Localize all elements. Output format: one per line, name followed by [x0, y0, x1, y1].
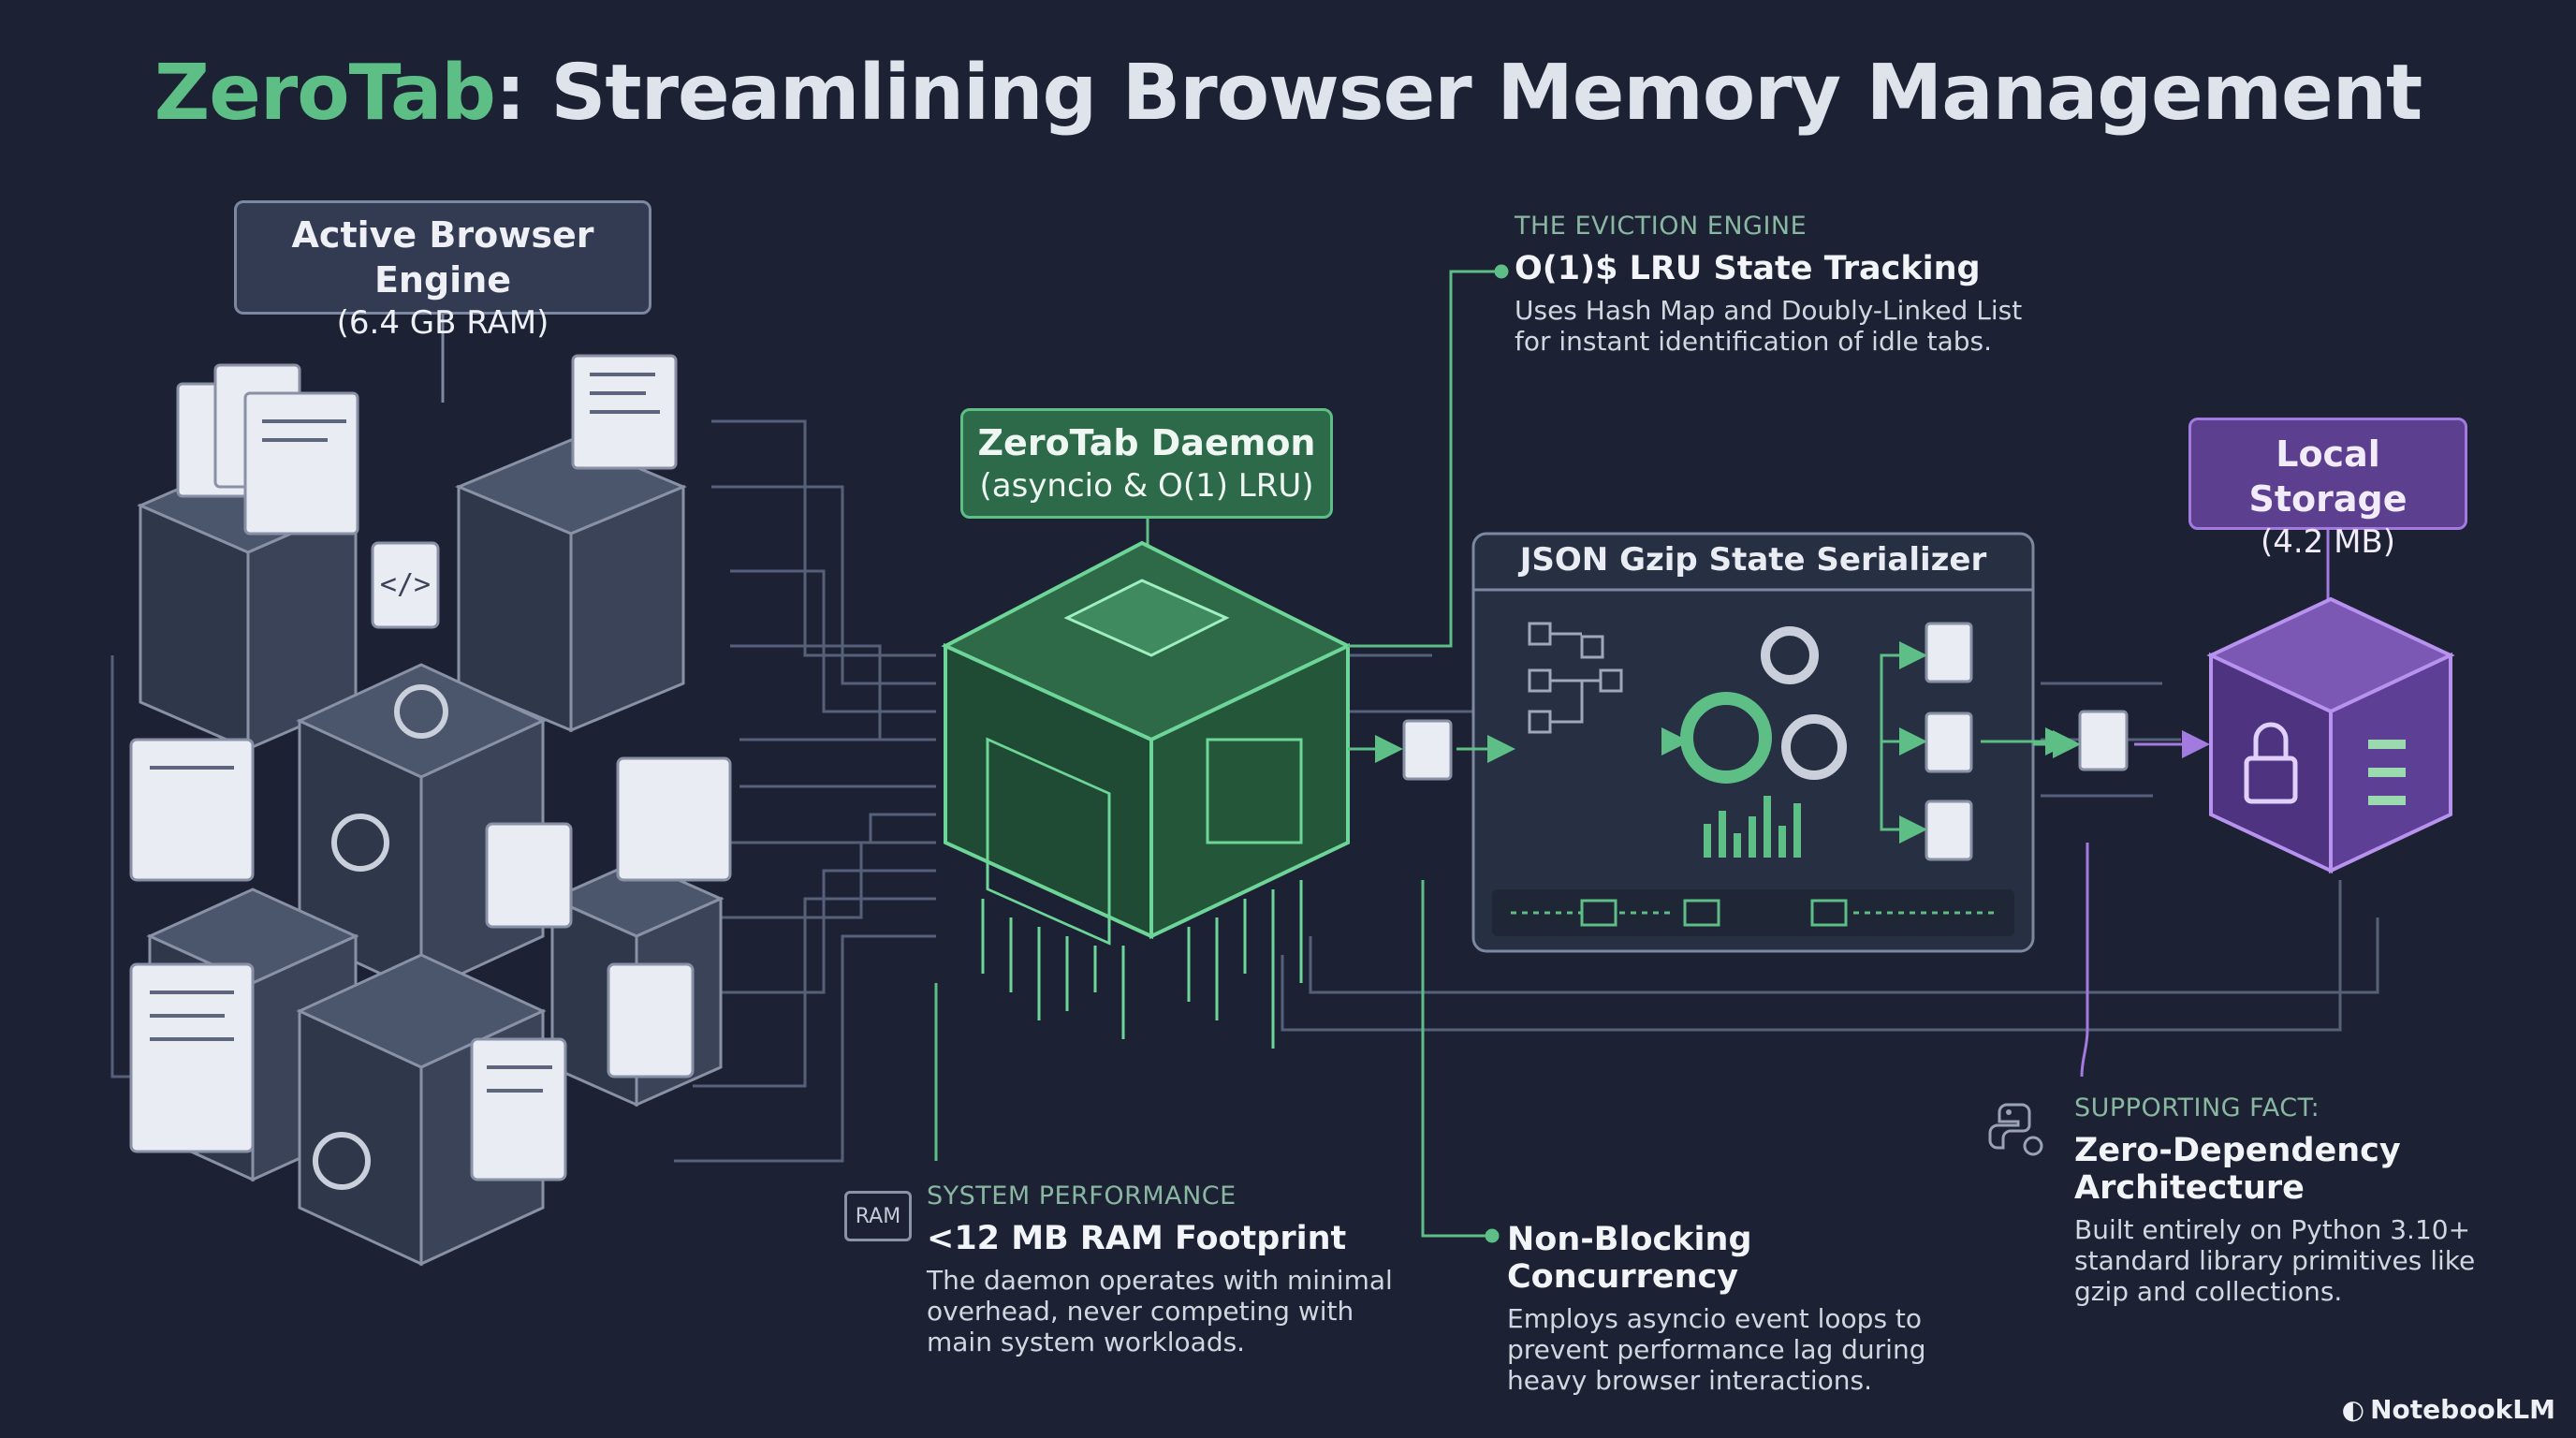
document-icon	[1925, 622, 1973, 861]
circuit-traces	[110, 419, 2379, 1163]
flow-arrow	[2033, 710, 2210, 771]
performance-annotation: SYSTEM PERFORMANCE <12 MB RAM Footprint …	[927, 1181, 1395, 1357]
concurrency-annotation: Non-Blocking Concurrency Employs asyncio…	[1507, 1221, 1938, 1396]
server-cube	[455, 438, 687, 733]
flow-arrow	[1348, 719, 1515, 781]
dependency-annotation: SUPPORTING FACT: Zero-Dependency Archite…	[2074, 1093, 2533, 1307]
daemon-chip	[941, 519, 1353, 1049]
annotation-connectors	[934, 264, 1509, 1243]
eviction-annotation: THE EVICTION ENGINE O(1)$ LRU State Trac…	[1515, 212, 2039, 357]
browser-engine-box: Active Browser Engine (6.4 GB RAM)	[234, 200, 651, 342]
brand-mark: ◐NotebookLM	[2342, 1394, 2555, 1425]
code-window-icon	[371, 541, 440, 629]
gear-icon	[1761, 626, 1819, 684]
notebooklm-icon: ◐	[2341, 1394, 2365, 1425]
node-sublabel: (4.2 MB)	[2260, 523, 2396, 561]
ram-chip-icon: RAM	[844, 1191, 912, 1241]
annotation-kicker: SUPPORTING FACT:	[2074, 1093, 2320, 1123]
brand-label: NotebookLM	[2370, 1394, 2555, 1425]
annotation-heading: Zero-Dependency Architecture	[2074, 1132, 2401, 1207]
page-title: ZeroTab: Streamlining Browser Memory Man…	[0, 49, 2576, 138]
cpu-chip-icon	[1206, 738, 1303, 844]
storage-box: Local Storage (4.2 MB)	[2188, 418, 2467, 561]
annotation-heading: O(1)$ LRU State Tracking	[1515, 250, 1981, 287]
server-rack-icon	[2368, 740, 2406, 805]
document-icon	[1402, 719, 1453, 781]
annotation-heading: <12 MB RAM Footprint	[927, 1220, 1347, 1257]
tree-icon	[1528, 622, 1623, 734]
python-icon	[1988, 1103, 2043, 1156]
cpu-core-icon	[1063, 579, 1230, 657]
annotation-body: The daemon operates with minimal overhea…	[927, 1265, 1393, 1357]
annotation-kicker: THE EVICTION ENGINE	[1515, 212, 1808, 241]
bar-chart-icon	[1704, 796, 1801, 858]
serializer-panel	[1471, 532, 2073, 953]
lock-icon	[2244, 722, 2298, 804]
title-accent: ZeroTab	[154, 49, 496, 138]
daemon-box: ZeroTab Daemon (asyncio & O(1) LRU)	[960, 408, 1333, 519]
text-lines	[150, 373, 660, 1093]
gear-icon	[1781, 714, 1847, 780]
node-label: Local Storage	[2248, 433, 2408, 520]
annotation-heading: Non-Blocking Concurrency	[1507, 1221, 1752, 1296]
node-sublabel: (asyncio & O(1) LRU)	[979, 467, 1314, 505]
storage-cube	[2080, 530, 2455, 1078]
title-rest: : Streamlining Browser Memory Management	[495, 49, 2422, 138]
svg-text:</>: </>	[380, 568, 431, 601]
annotation-body: Uses Hash Map and Doubly-Linked List for…	[1515, 295, 2023, 357]
node-label: Active Browser Engine	[291, 214, 594, 301]
document-icon	[2078, 710, 2129, 771]
annotation-body: Built entirely on Python 3.10+ standard …	[2074, 1214, 2476, 1307]
node-label: ZeroTab Daemon	[977, 422, 1316, 463]
annotation-body: Employs asyncio event loops to prevent p…	[1507, 1303, 1926, 1396]
browser-window-icon	[129, 354, 732, 1181]
serializer-label: JSON Gzip State Serializer	[1519, 541, 1987, 579]
browser-cluster: </>	[129, 315, 732, 1267]
node-sublabel: (6.4 GB RAM)	[336, 304, 549, 342]
annotation-kicker: SYSTEM PERFORMANCE	[927, 1181, 1237, 1211]
